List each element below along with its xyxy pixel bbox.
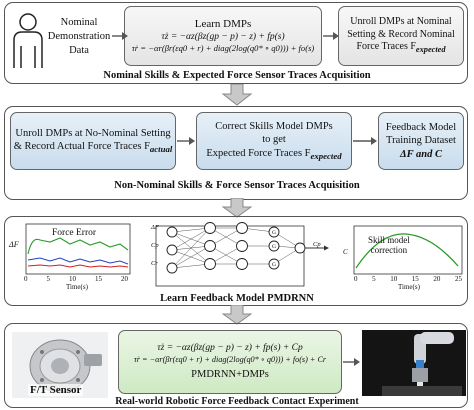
force-error-plot <box>25 223 131 275</box>
orientation-equation: τṙ = −αr(βr(εq0 + r) + diag(2log(q0* ∘ q… <box>131 43 315 54</box>
arrow-connectors-panel4 <box>343 358 360 366</box>
nn-input-3: Cr <box>151 260 158 267</box>
nn-input-2: Cp <box>151 242 159 249</box>
force-error-xlabel: Time(s) <box>66 283 88 291</box>
arrow-connectors-panel1 <box>112 32 339 40</box>
learn-dmps-title: Learn DMPs <box>194 17 252 30</box>
skill-correction-label: Skill model correction <box>368 235 410 255</box>
correct-skills-box: Correct Skills Model DMPs to get Expecte… <box>196 112 352 170</box>
panel4-caption: Real-world Robotic Force Feedback Contac… <box>115 396 359 407</box>
ft-sensor-label: F/T Sensor <box>28 384 84 396</box>
skill-correction-ylabel: C <box>343 248 348 256</box>
learn-dmps-box: Learn DMPs τż = −αz(βz(gp − p) − z) + fp… <box>124 6 322 66</box>
skill-correction-xlabel: Time(s) <box>398 283 420 291</box>
svg-text:G: G <box>272 244 276 250</box>
down-arrow-3 <box>222 305 252 325</box>
nn-input-1: ΔF <box>151 224 159 231</box>
svg-text:G: G <box>272 262 276 268</box>
pmdrnn-dmps-box: τż = −αz(βz(gp − p) − z) + fp(s) + Cp τṙ… <box>118 330 342 394</box>
panel-real-world-experiment <box>4 323 468 408</box>
nn-output: Cp <box>313 241 321 248</box>
person-label: Nominal Demonstration Data <box>47 17 111 57</box>
svg-text:G: G <box>272 230 276 236</box>
person-icon <box>13 13 43 68</box>
force-error-ylabel: ΔF <box>9 240 19 249</box>
orientation-equation-corrected: τṙ = −αr(βr(εq0 + r) + diag(2log(q0* ∘ q… <box>133 354 327 364</box>
method-label: PMDRNN+DMPs <box>191 369 269 380</box>
panel2-caption: Non-Nominal Skills & Force Sensor Traces… <box>114 180 360 191</box>
robot-experiment-image <box>362 330 466 396</box>
down-arrow-1 <box>222 84 252 106</box>
arrow-connectors-panel2 <box>177 137 377 145</box>
position-equation-corrected: τż = −αz(βz(gp − p) − z) + fp(s) + Cp <box>157 342 303 353</box>
force-error-label: Force Error <box>52 228 97 238</box>
unroll-non-nominal-box: Unroll DMPs at No-Nominal Setting & Reco… <box>10 112 176 170</box>
position-equation: τż = −αz(βz(gp − p) − z) + fp(s) <box>161 31 285 42</box>
training-dataset-box: Feedback Model Training Dataset ΔF and C <box>378 112 464 170</box>
skill-correction-plot <box>353 225 463 275</box>
panel1-caption: Nominal Skills & Expected Force Sensor T… <box>103 70 371 81</box>
panel3-caption: Learn Feedback Model PMDRNN <box>160 293 314 304</box>
pmdrnn-network: G G G <box>155 222 329 287</box>
down-arrow-2 <box>222 198 252 218</box>
